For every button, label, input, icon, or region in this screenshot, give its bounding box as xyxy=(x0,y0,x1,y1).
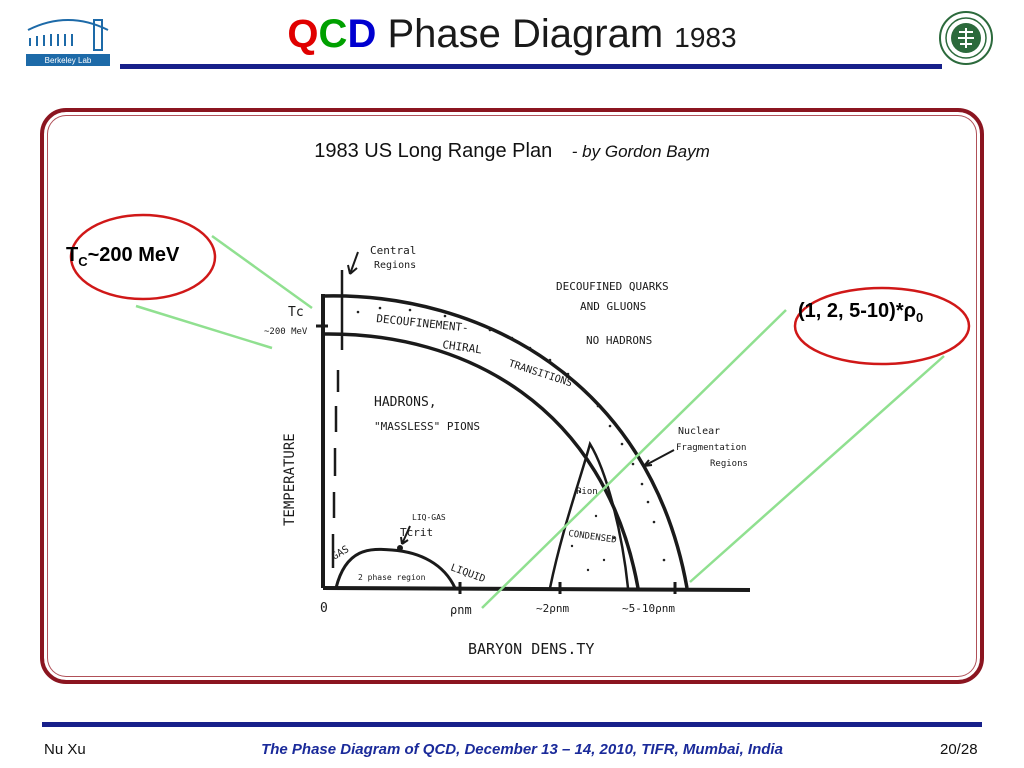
nuclear-label-2: Fragmentation xyxy=(676,443,746,453)
x-axis-line xyxy=(322,586,751,592)
university-seal-logo xyxy=(938,10,994,66)
footer-author: Nu Xu xyxy=(44,741,86,758)
rho-nm-label: ρnm xyxy=(450,603,472,617)
tc-callout-ellipse xyxy=(69,213,217,301)
rho-2-label: ~2ρnm xyxy=(536,602,569,615)
title-main: Phase Diagram xyxy=(387,12,664,56)
title-year: 1983 xyxy=(674,22,737,53)
central-regions-label-2: Regions xyxy=(374,260,416,271)
rho-main: (1, 2, 5-10)*ρ xyxy=(798,300,916,322)
content-frame xyxy=(40,108,984,684)
berkeley-lab-logo: Berkeley Lab xyxy=(22,8,114,70)
rho-callout-ellipse xyxy=(793,286,971,366)
tc-tick-value: ~200 MeV xyxy=(264,327,308,337)
hadrons-label-1: HADRONS, xyxy=(374,395,437,410)
footer-talk-title: The Phase Diagram of QCD, December 13 – … xyxy=(261,741,783,758)
footer-page-number: 20/28 xyxy=(940,741,978,758)
page-title: QCD Phase Diagram 1983 xyxy=(0,6,1024,66)
inner-phase-boundary xyxy=(322,332,640,589)
tc-rest: ~200 MeV xyxy=(87,244,180,266)
deconfined-label-2: AND GLUONS xyxy=(580,300,646,313)
central-regions-label-1: Central xyxy=(370,244,416,257)
rho-callout-label: (1, 2, 5-10)*ρ0 xyxy=(798,300,923,325)
pion-condensed-region xyxy=(548,440,630,589)
rho-sub: 0 xyxy=(915,310,924,325)
x-axis-title: BARYON DENS.TY xyxy=(468,640,594,658)
phase-diagram-sketch: Tc ~200 MeV Central Regions DECOUFINED Q… xyxy=(250,230,770,675)
plan-title: 1983 US Long Range Plan xyxy=(314,140,553,162)
liq-gas-label-2: Tcrit xyxy=(400,526,433,539)
berkeley-lab-logo-text: Berkeley Lab xyxy=(45,56,92,65)
footer-rule xyxy=(42,722,982,727)
liq-gas-label-1: LIQ-GAS xyxy=(412,513,446,522)
hadrons-label-2: "MASSLESS" PIONS xyxy=(374,420,480,433)
rho-5-10-label: ~5-10ρnm xyxy=(622,602,675,615)
title-d: D xyxy=(347,12,377,56)
outer-phase-boundary xyxy=(322,294,689,589)
title-c: C xyxy=(318,12,348,56)
title-underline xyxy=(120,64,942,69)
tc-tick-label: Tc xyxy=(288,305,304,320)
liquid-gas-dome xyxy=(334,547,457,589)
tc-main: T xyxy=(66,244,79,266)
plan-byline: - by Gordon Baym xyxy=(571,142,710,161)
origin-label: 0 xyxy=(320,601,328,616)
nuclear-label-1: Nuclear xyxy=(678,426,720,437)
deconfinement-label-2: CHIRAL xyxy=(442,338,484,356)
central-region-line xyxy=(331,270,344,568)
nuclear-label-3: Regions xyxy=(710,459,748,469)
title-q: Q xyxy=(287,12,319,56)
tc-callout-label: TC~200 MeV xyxy=(66,244,179,269)
tc-sub: C xyxy=(78,254,88,269)
two-phase-label: 2 phase region xyxy=(358,573,426,582)
pion-label: Pion xyxy=(576,487,598,497)
deconfined-label-3: NO HADRONS xyxy=(586,334,652,347)
plan-caption: 1983 US Long Range Plan - by Gordon Baym xyxy=(0,140,1024,163)
deconfined-label-1: DECOUFINED QUARKS xyxy=(556,280,669,293)
y-axis-title: TEMPERATURE xyxy=(282,433,298,526)
